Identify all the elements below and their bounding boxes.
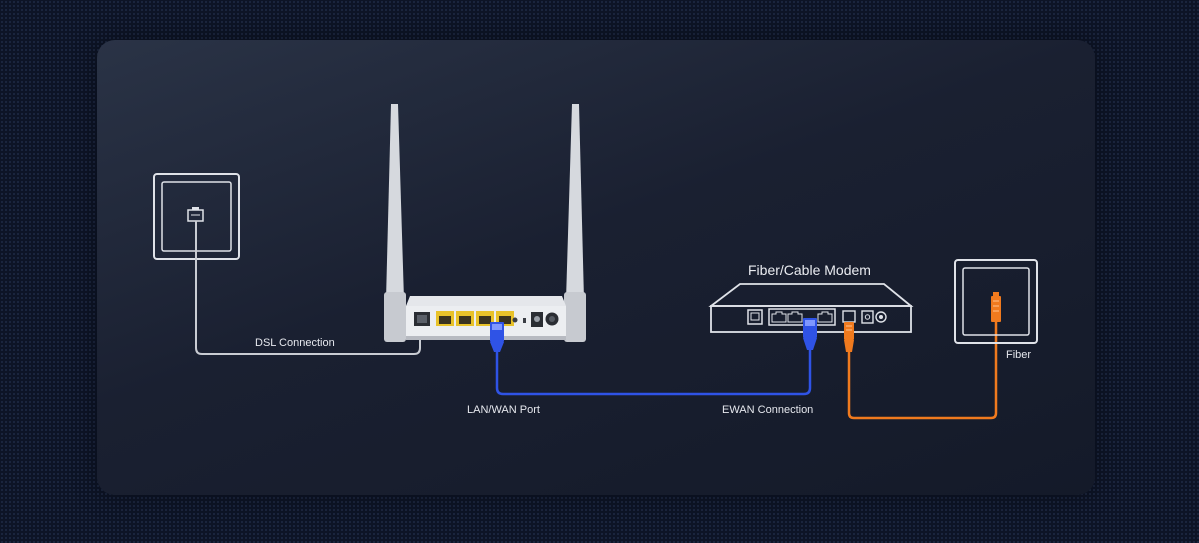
modem-title-label: Fiber/Cable Modem xyxy=(748,262,871,278)
router-icon xyxy=(406,296,566,340)
dsl-cable xyxy=(195,221,421,355)
dsl-connection-label: DSL Connection xyxy=(255,337,335,349)
ewan-connection-label: EWAN Connection xyxy=(722,404,814,416)
fiber-label: Fiber xyxy=(1006,349,1032,361)
router-lan-ports xyxy=(436,311,514,326)
modem-fiber-plug xyxy=(844,322,854,352)
modem-ethernet-plug xyxy=(803,318,817,350)
router-antennas xyxy=(384,104,586,342)
ethernet-cable xyxy=(495,350,812,396)
modem-icon xyxy=(708,283,914,333)
fiber-cable xyxy=(847,322,998,420)
router-ethernet-plug xyxy=(490,322,504,352)
lan-wan-port-label: LAN/WAN Port xyxy=(467,404,540,416)
fiber-wall-socket-icon xyxy=(954,259,1038,344)
